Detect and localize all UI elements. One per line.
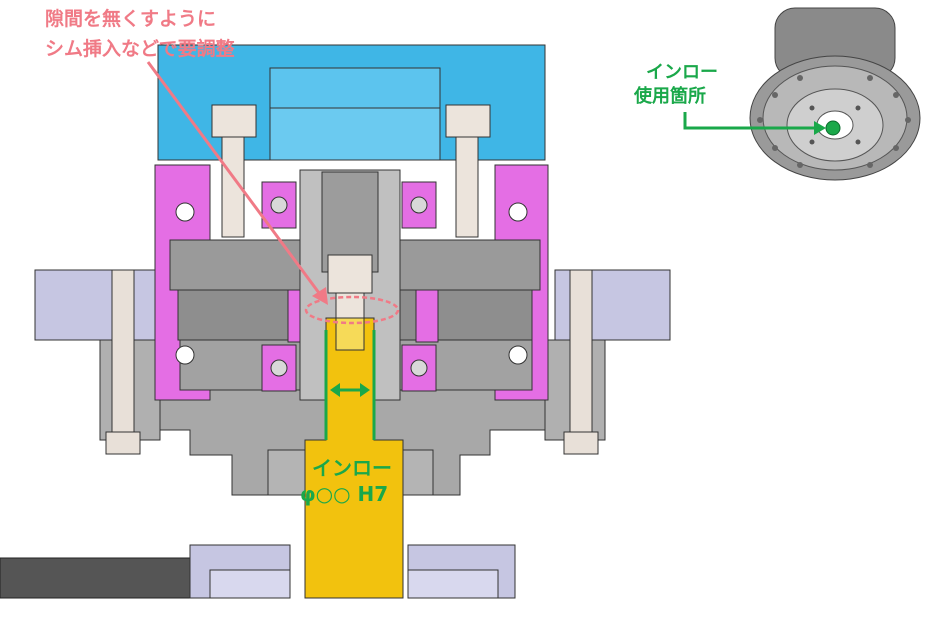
spigot-location-marker bbox=[825, 120, 841, 136]
gap-note-line2: シム挿入などで要調整 bbox=[45, 38, 235, 60]
gap-highlight-ellipse bbox=[304, 295, 400, 325]
spigot-fit-line1: インロー bbox=[312, 456, 392, 480]
bearing-ball bbox=[270, 196, 288, 214]
left-side-block-3 bbox=[179, 339, 321, 391]
center-bolt-head bbox=[327, 254, 373, 294]
blue-housing-inner bbox=[269, 107, 441, 161]
top-left-bolt-shank bbox=[221, 136, 245, 238]
right-side-block-2 bbox=[391, 289, 533, 341]
bearing-ball bbox=[175, 345, 195, 365]
bearing-ball bbox=[508, 202, 528, 222]
spigot-dim-arrowhead-right bbox=[360, 383, 370, 397]
left-flange bbox=[34, 269, 156, 341]
gap-note-arrowhead bbox=[312, 287, 328, 305]
spigot-dim-arrowhead-left bbox=[330, 383, 340, 397]
spigot-usage-arrowhead bbox=[814, 121, 826, 135]
right-outer-bolt-head bbox=[563, 431, 599, 455]
spigot-usage-line1: インロー bbox=[646, 62, 718, 83]
bearing-ball bbox=[410, 196, 428, 214]
blue-housing-recess bbox=[269, 67, 441, 109]
base-plate bbox=[0, 557, 216, 599]
gap-note-pointer bbox=[146, 61, 324, 298]
spigot-usage-leader bbox=[683, 112, 818, 130]
spigot-usage-line2: 使用箇所 bbox=[634, 86, 706, 107]
center-magenta-ring-right bbox=[415, 289, 439, 343]
bearing-ball bbox=[270, 359, 288, 377]
gap-note-line1: 隙間を無くすように bbox=[45, 8, 217, 30]
bearing-ball bbox=[508, 345, 528, 365]
left-outer-bolt bbox=[111, 269, 135, 441]
top-right-bolt bbox=[445, 104, 491, 138]
left-outer-bolt-head bbox=[105, 431, 141, 455]
right-outer-bolt bbox=[569, 269, 593, 441]
top-right-bolt-shank bbox=[455, 136, 479, 238]
reducer-thumbnail bbox=[749, 7, 921, 181]
bearing-ball bbox=[175, 202, 195, 222]
spigot-fit-line2: φ○○ H7 bbox=[300, 482, 389, 506]
left-side-block bbox=[169, 239, 321, 291]
right-side-block bbox=[389, 239, 541, 291]
lower-frame-step bbox=[209, 569, 291, 599]
lower-frame-step-right bbox=[407, 569, 499, 599]
top-left-bolt bbox=[211, 104, 257, 138]
bearing-ball bbox=[410, 359, 428, 377]
